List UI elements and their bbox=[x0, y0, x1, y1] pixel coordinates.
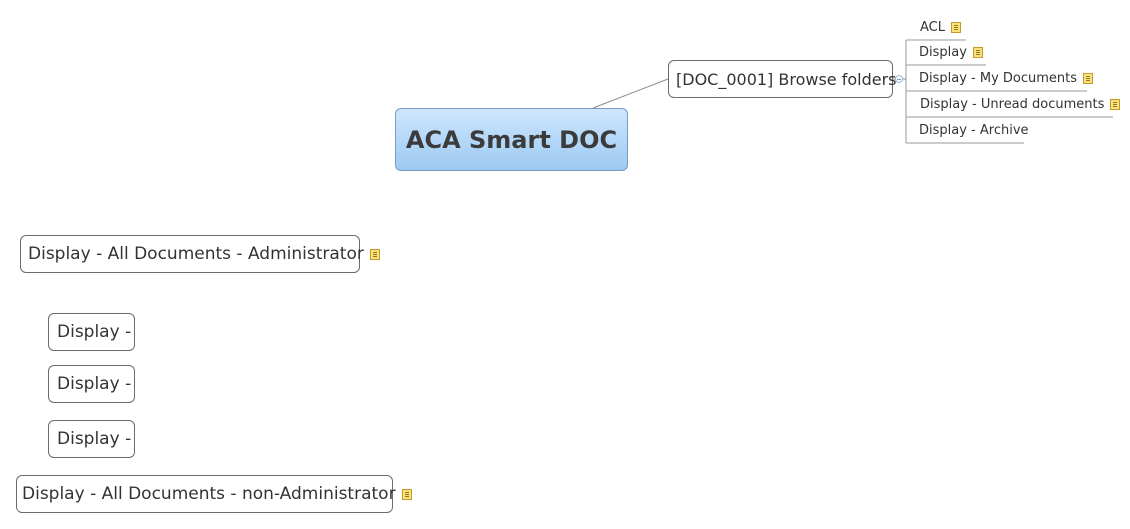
note-icon[interactable] bbox=[972, 46, 983, 58]
note-icon[interactable] bbox=[1083, 72, 1094, 84]
main-topic[interactable]: [DOC_0001] Browse folders bbox=[668, 60, 897, 98]
floating-topic-label: Display - bbox=[57, 374, 132, 394]
central-topic[interactable]: ACA Smart DOC bbox=[395, 108, 628, 171]
floating-topic-label: Display - All Documents - non-Administra… bbox=[22, 484, 396, 504]
subtopic-label: Display - My Documents bbox=[919, 70, 1078, 86]
collapse-icon[interactable] bbox=[895, 75, 903, 83]
floating-topic-label: Display - All Documents - Administrator bbox=[28, 244, 364, 264]
subtopic-acl[interactable]: ACL bbox=[920, 17, 961, 37]
floating-topic-all-documents-non-administrator[interactable]: Display - All Documents - non-Administra… bbox=[16, 475, 412, 513]
subtopic-display-my-documents[interactable]: Display - My Documents bbox=[919, 68, 1094, 88]
note-icon[interactable] bbox=[1110, 98, 1121, 110]
subtopic-label: Display - Archive bbox=[919, 122, 1029, 138]
floating-topic-all-documents-administrator[interactable]: Display - All Documents - Administrator bbox=[20, 235, 380, 273]
note-icon[interactable] bbox=[401, 488, 412, 500]
note-icon[interactable] bbox=[950, 21, 961, 33]
subtopic-display-archive[interactable]: Display - Archive bbox=[919, 120, 1029, 140]
connector-central-main bbox=[592, 78, 669, 109]
subtopic-label: ACL bbox=[920, 19, 945, 35]
floating-topic-label: Display - bbox=[57, 429, 132, 449]
subtopic-display-unread-documents[interactable]: Display - Unread documents bbox=[920, 94, 1121, 114]
floating-topic-label: Display - bbox=[57, 322, 132, 342]
note-icon[interactable] bbox=[369, 248, 380, 260]
floating-topic-display[interactable]: Display - bbox=[48, 420, 135, 458]
subtopic-display[interactable]: Display bbox=[919, 42, 983, 62]
floating-topic-display[interactable]: Display - bbox=[48, 365, 135, 403]
main-topic-label: [DOC_0001] Browse folders bbox=[676, 69, 897, 89]
floating-topic-display[interactable]: Display - bbox=[48, 313, 135, 351]
subtopic-label: Display - Unread documents bbox=[920, 96, 1105, 112]
subtopic-label: Display bbox=[919, 44, 967, 60]
central-topic-label: ACA Smart DOC bbox=[405, 125, 618, 154]
